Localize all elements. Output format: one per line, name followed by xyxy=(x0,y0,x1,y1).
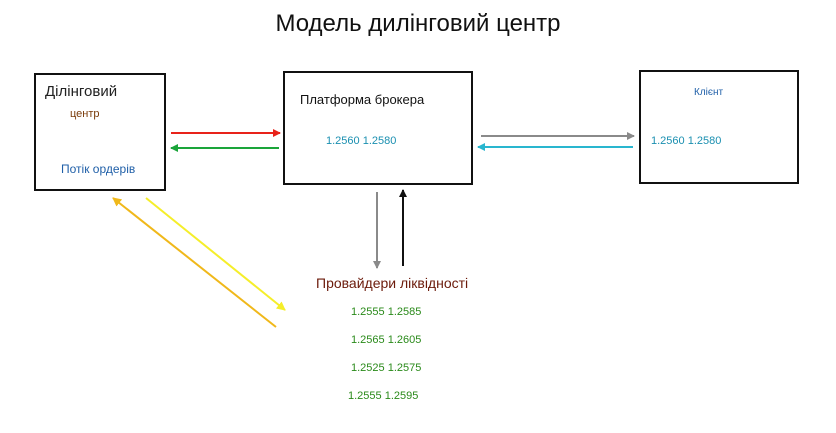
broker-platform-name: Платформа брокера xyxy=(300,92,425,107)
arrow-lp-to-dealing xyxy=(112,197,277,328)
broker-platform-box: Платформа брокера 1.2560 1.2580 xyxy=(283,71,473,185)
lp-quote-3: 1.2525 1.2575 xyxy=(351,362,422,374)
client-box: Клієнт 1.2560 1.2580 xyxy=(639,70,799,184)
diagram-title: Модель дилінговий центр xyxy=(275,10,561,37)
arrow-dealing-to-lp xyxy=(145,197,286,311)
order-flow-label: Потік ордерів xyxy=(61,162,136,176)
lp-quote-1: 1.2555 1.2585 xyxy=(351,306,422,318)
client-name: Клієнт xyxy=(694,87,724,98)
liquidity-providers-label: Провайдери ліквідності xyxy=(316,275,469,291)
lp-quote-2: 1.2565 1.2605 xyxy=(351,334,422,346)
dealing-center-subtitle: центр xyxy=(70,108,100,120)
broker-platform-quote: 1.2560 1.2580 xyxy=(326,135,397,147)
dealing-center-box: Ділінговий центр Потік ордерів xyxy=(34,73,166,191)
lp-quote-4: 1.2555 1.2595 xyxy=(348,390,419,402)
client-quote: 1.2560 1.2580 xyxy=(651,135,722,147)
dealing-center-name: Ділінговий xyxy=(45,83,118,100)
